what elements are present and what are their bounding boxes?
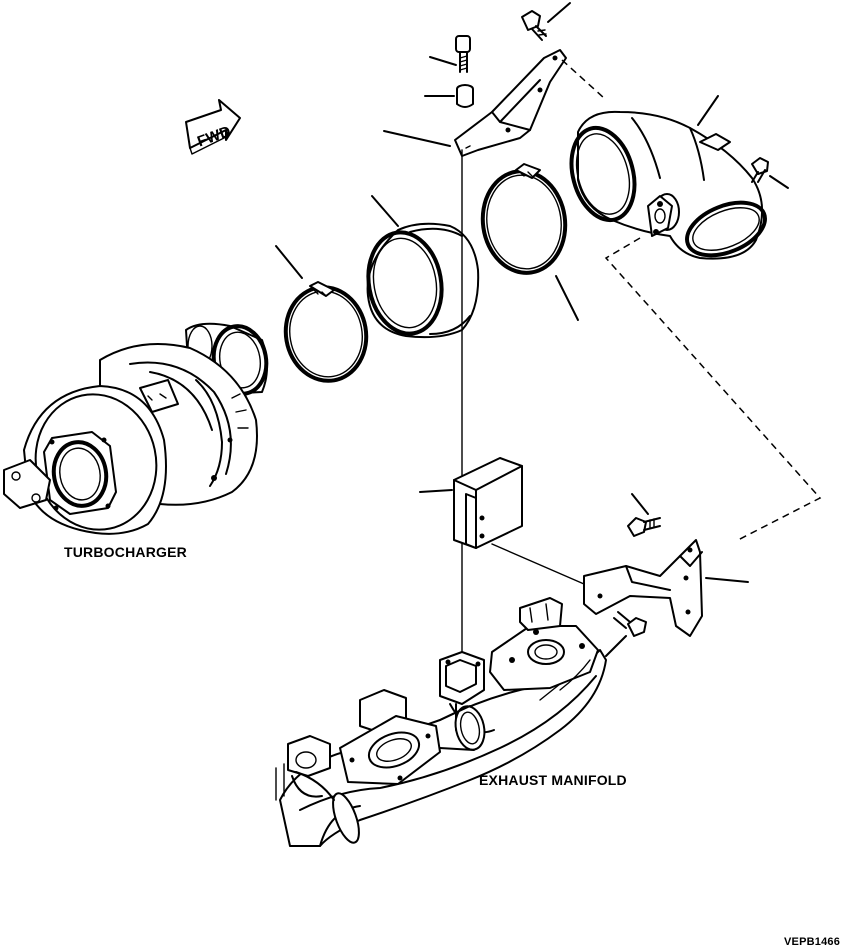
hex-bolt-top-icon [521, 2, 571, 41]
turbocharger-icon [3, 322, 269, 535]
spacer-icon [424, 84, 474, 108]
turbocharger-label: TURBOCHARGER [64, 544, 187, 560]
leader-elbow-lower [604, 237, 822, 541]
sleeve-icon [366, 195, 480, 339]
fwd-arrow-icon: FWD [185, 99, 241, 155]
leader-bracket-elbow [561, 59, 605, 99]
exhaust-manifold-icon [275, 597, 607, 847]
bolt-upper-icon [429, 35, 471, 73]
hex-bolt-lower-1-icon [627, 493, 661, 537]
hex-bolt-lower-2-icon [605, 611, 647, 657]
upper-bracket-icon [383, 49, 567, 157]
elbow-bolt-icon [751, 157, 789, 189]
heat-shield-icon [419, 457, 523, 549]
exhaust-manifold-label: EXHAUST MANIFOLD [479, 772, 627, 788]
clamp-left-icon [275, 245, 369, 383]
figure-code-label: VEPB1466 [784, 936, 841, 948]
leader-shield-bracket [491, 543, 585, 585]
clamp-right-icon [480, 163, 579, 321]
elbow-pipe-icon [569, 95, 767, 260]
lower-bracket-icon [583, 539, 749, 637]
